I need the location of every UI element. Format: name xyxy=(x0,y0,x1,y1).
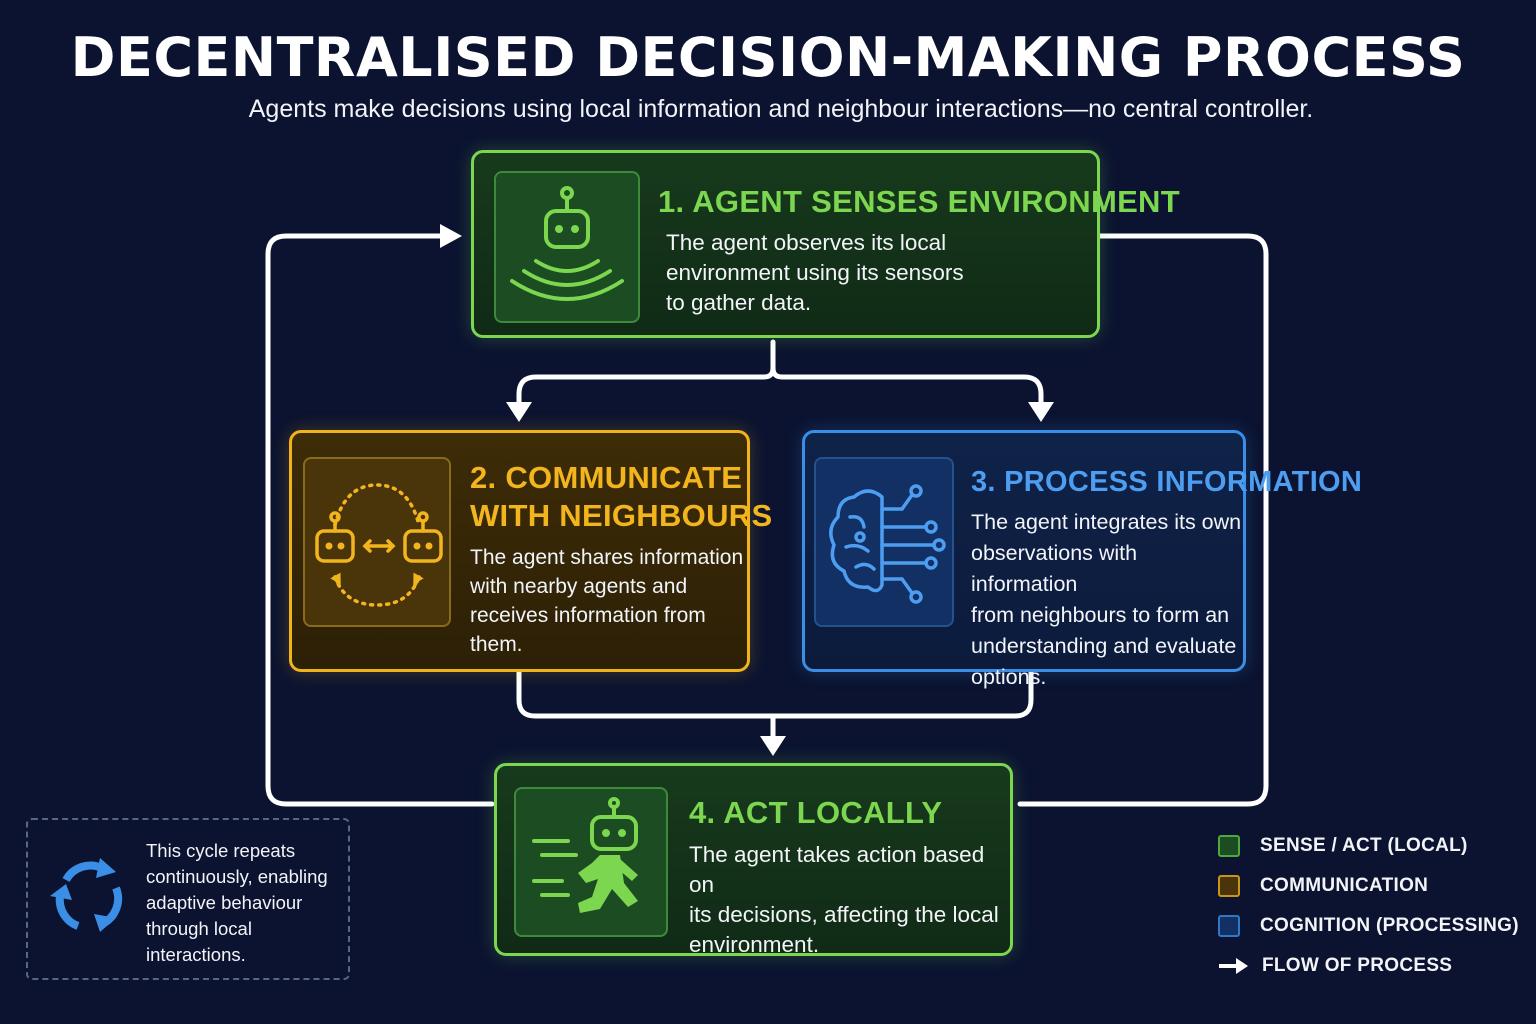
arrow-right-icon xyxy=(1219,958,1248,974)
step-2-card: 2. COMMUNICATE WITH NEIGHBOURS The agent… xyxy=(289,430,772,672)
step-3-card: 3. PROCESS INFORMATION The agent integra… xyxy=(802,430,1362,689)
arrowhead-into-step4 xyxy=(760,736,786,756)
page-subtitle: Agents make decisions using local inform… xyxy=(248,95,1314,123)
step-1-title: 1. AGENT SENSES ENVIRONMENT xyxy=(658,184,1180,219)
legend-item-sense-act: SENSE / ACT (LOCAL) xyxy=(1218,826,1519,866)
merge-connector xyxy=(516,669,1034,719)
brain-circuit-icon xyxy=(829,484,946,604)
step-4-title: 4. ACT LOCALLY xyxy=(689,795,943,830)
step-1-description: The agent observes its local environment… xyxy=(666,230,964,315)
legend-label: FLOW OF PROCESS xyxy=(1262,955,1453,976)
legend-swatch-green xyxy=(1218,835,1240,857)
legend: SENSE / ACT (LOCAL) COMMUNICATION COGNIT… xyxy=(1218,826,1519,986)
arrowhead-into-step3 xyxy=(1028,402,1054,422)
robot-sensing-icon xyxy=(510,186,624,301)
split-connector xyxy=(516,339,776,409)
step-4-card: 4. ACT LOCALLY The agent takes action ba… xyxy=(494,763,1013,957)
step-4-description: The agent takes action based on its deci… xyxy=(689,842,999,957)
running-robot-icon xyxy=(532,797,638,913)
page-title: DECENTRALISED DECISION-MAKING PROCESS xyxy=(70,26,1466,89)
step-1-icon-box xyxy=(494,171,640,323)
legend-label: COMMUNICATION xyxy=(1260,875,1429,896)
loop-connector-right xyxy=(1017,233,1269,807)
step-1-card: 1. AGENT SENSES ENVIRONMENT The agent ob… xyxy=(471,150,1180,338)
step-3-icon-box xyxy=(814,457,954,627)
step-2-icon-box xyxy=(303,457,451,627)
step-3-description: The agent integrates its own observation… xyxy=(971,510,1242,689)
legend-label: SENSE / ACT (LOCAL) xyxy=(1260,835,1468,856)
step-4-icon-box xyxy=(514,787,668,937)
legend-swatch-amber xyxy=(1218,875,1240,897)
legend-item-communication: COMMUNICATION xyxy=(1218,866,1519,906)
cycle-note-text: This cycle repeats continuously, enablin… xyxy=(146,840,328,965)
legend-swatch-blue xyxy=(1218,915,1240,937)
legend-item-flow: FLOW OF PROCESS xyxy=(1218,946,1519,986)
cycle-note: This cycle repeats continuously, enablin… xyxy=(26,818,350,980)
robots-communicating-icon xyxy=(315,483,443,607)
legend-label: COGNITION (PROCESSING) xyxy=(1260,915,1519,936)
arrowhead-into-step2 xyxy=(506,402,532,422)
legend-item-cognition: COGNITION (PROCESSING) xyxy=(1218,906,1519,946)
loop-connector-left xyxy=(265,233,495,807)
step-2-title: 2. COMMUNICATE WITH NEIGHBOURS xyxy=(470,460,773,533)
arrowhead-into-step1 xyxy=(440,224,462,248)
step-2-description: The agent shares information with nearby… xyxy=(470,546,744,656)
step-3-title: 3. PROCESS INFORMATION xyxy=(971,466,1363,498)
cycle-arrows-icon xyxy=(50,858,123,932)
